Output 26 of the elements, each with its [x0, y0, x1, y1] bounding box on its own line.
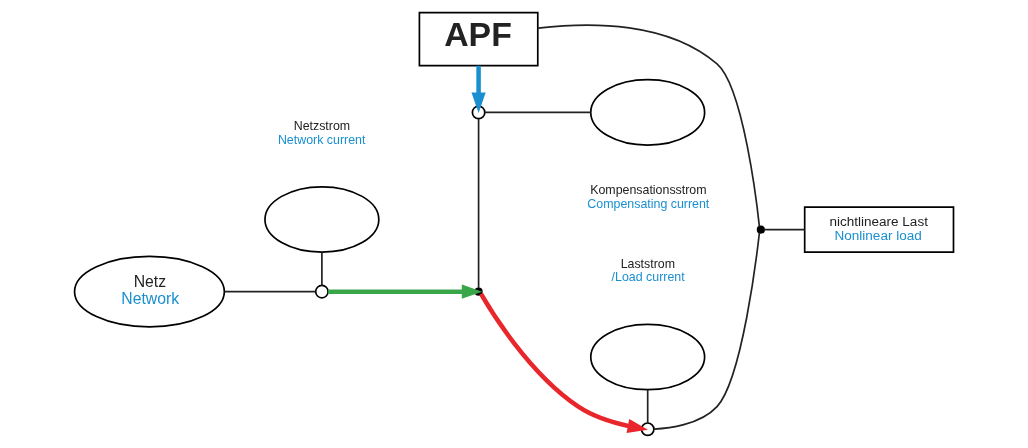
node-label: /Load current	[611, 270, 685, 285]
connector	[477, 118, 480, 289]
arrow	[471, 65, 486, 113]
connector	[653, 231, 761, 430]
node-point	[756, 225, 765, 234]
connector	[321, 251, 323, 287]
connector	[646, 389, 649, 424]
node-ellipse: Netz Network	[73, 255, 226, 328]
connector	[484, 111, 592, 114]
node-label: Network current	[277, 132, 366, 147]
node-circle	[314, 284, 329, 299]
node-ellipse	[264, 185, 380, 254]
node-ellipse	[589, 78, 706, 146]
node-circle	[640, 422, 655, 437]
node-label: Netzstrom	[293, 119, 351, 134]
node-label: Compensating current	[587, 196, 710, 211]
node-label: Kompensationsstrom	[590, 183, 707, 198]
connector	[223, 290, 317, 293]
node-circle	[471, 105, 486, 120]
connector	[537, 24, 761, 228]
node-label: Laststrom	[620, 256, 676, 271]
arrow	[479, 292, 648, 433]
node-ellipse	[589, 323, 706, 391]
node-box: APF	[418, 11, 539, 67]
node-box: nichtlineare Last Nonlinear load	[803, 206, 955, 254]
connector	[763, 228, 806, 231]
